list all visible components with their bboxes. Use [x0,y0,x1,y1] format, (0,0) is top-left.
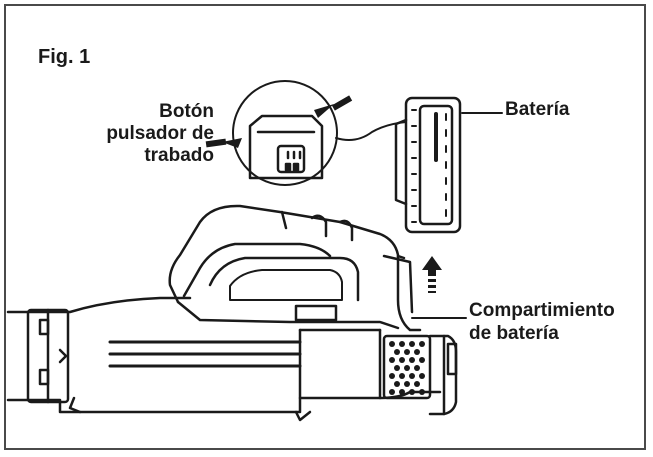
release-button-detail [232,80,338,186]
vent-grill [389,341,425,395]
tool-body [6,204,458,422]
press-arrow-icon [205,95,353,148]
up-arrow-icon [422,256,442,293]
release-button-callout: Botón pulsador de trabado [92,101,214,167]
release-button-callout-line-1: Botón [159,101,214,122]
battery-callout: Batería [505,99,570,120]
figure-label: Fig. 1 [38,46,91,68]
battery-compartment-callout-line-2: de batería [469,322,559,344]
battery-compartment-callout: Compartimiento de batería [469,300,615,346]
release-button-callout-line-3: trabado [144,144,214,166]
battery-compartment-callout-line-1: Compartimiento [469,300,615,321]
release-button-callout-line-2: pulsador de [106,122,214,144]
battery-pack [394,96,462,234]
